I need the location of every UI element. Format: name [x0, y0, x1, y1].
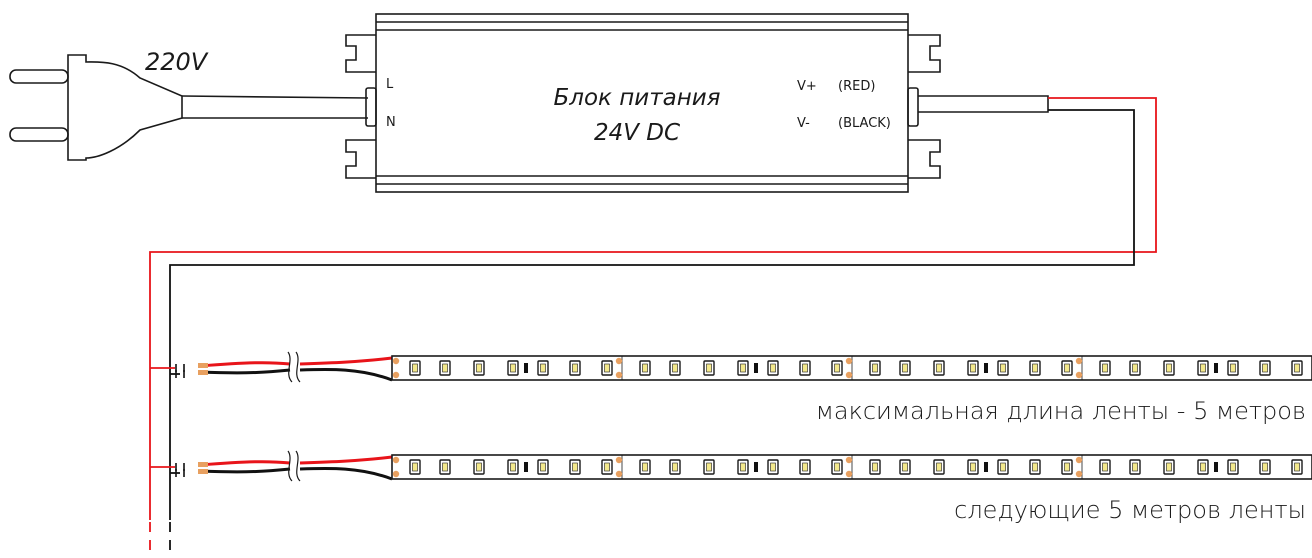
wire-black-label: (BLACK)	[838, 116, 891, 131]
terminal-vminus-label: V-	[797, 116, 810, 131]
led-strip-2	[198, 450, 1312, 482]
plug-icon	[9, 54, 369, 161]
strip-lead-black	[199, 367, 393, 382]
psu-title: Блок питания	[553, 85, 720, 111]
power-supply-unit	[345, 13, 1049, 193]
strip-lead-black	[199, 466, 393, 481]
wire-red-label: (RED)	[838, 79, 875, 94]
strip-1-caption: максимальная длина ленты - 5 метров	[816, 397, 1306, 425]
positive-wire	[149, 97, 1157, 520]
negative-wire	[169, 109, 1135, 520]
terminal-vplus-label: V+	[797, 79, 817, 94]
strip-lead-red	[199, 356, 393, 368]
strip-lead-red	[199, 455, 393, 467]
psu-voltage: 24V DC	[594, 120, 680, 146]
terminal-l-label: L	[386, 77, 394, 92]
terminal-n-label: N	[386, 115, 396, 130]
voltage-label: 220V	[145, 48, 209, 76]
led-strip-1	[198, 351, 1312, 383]
strip-2-caption: следующие 5 метров ленты	[954, 496, 1306, 524]
